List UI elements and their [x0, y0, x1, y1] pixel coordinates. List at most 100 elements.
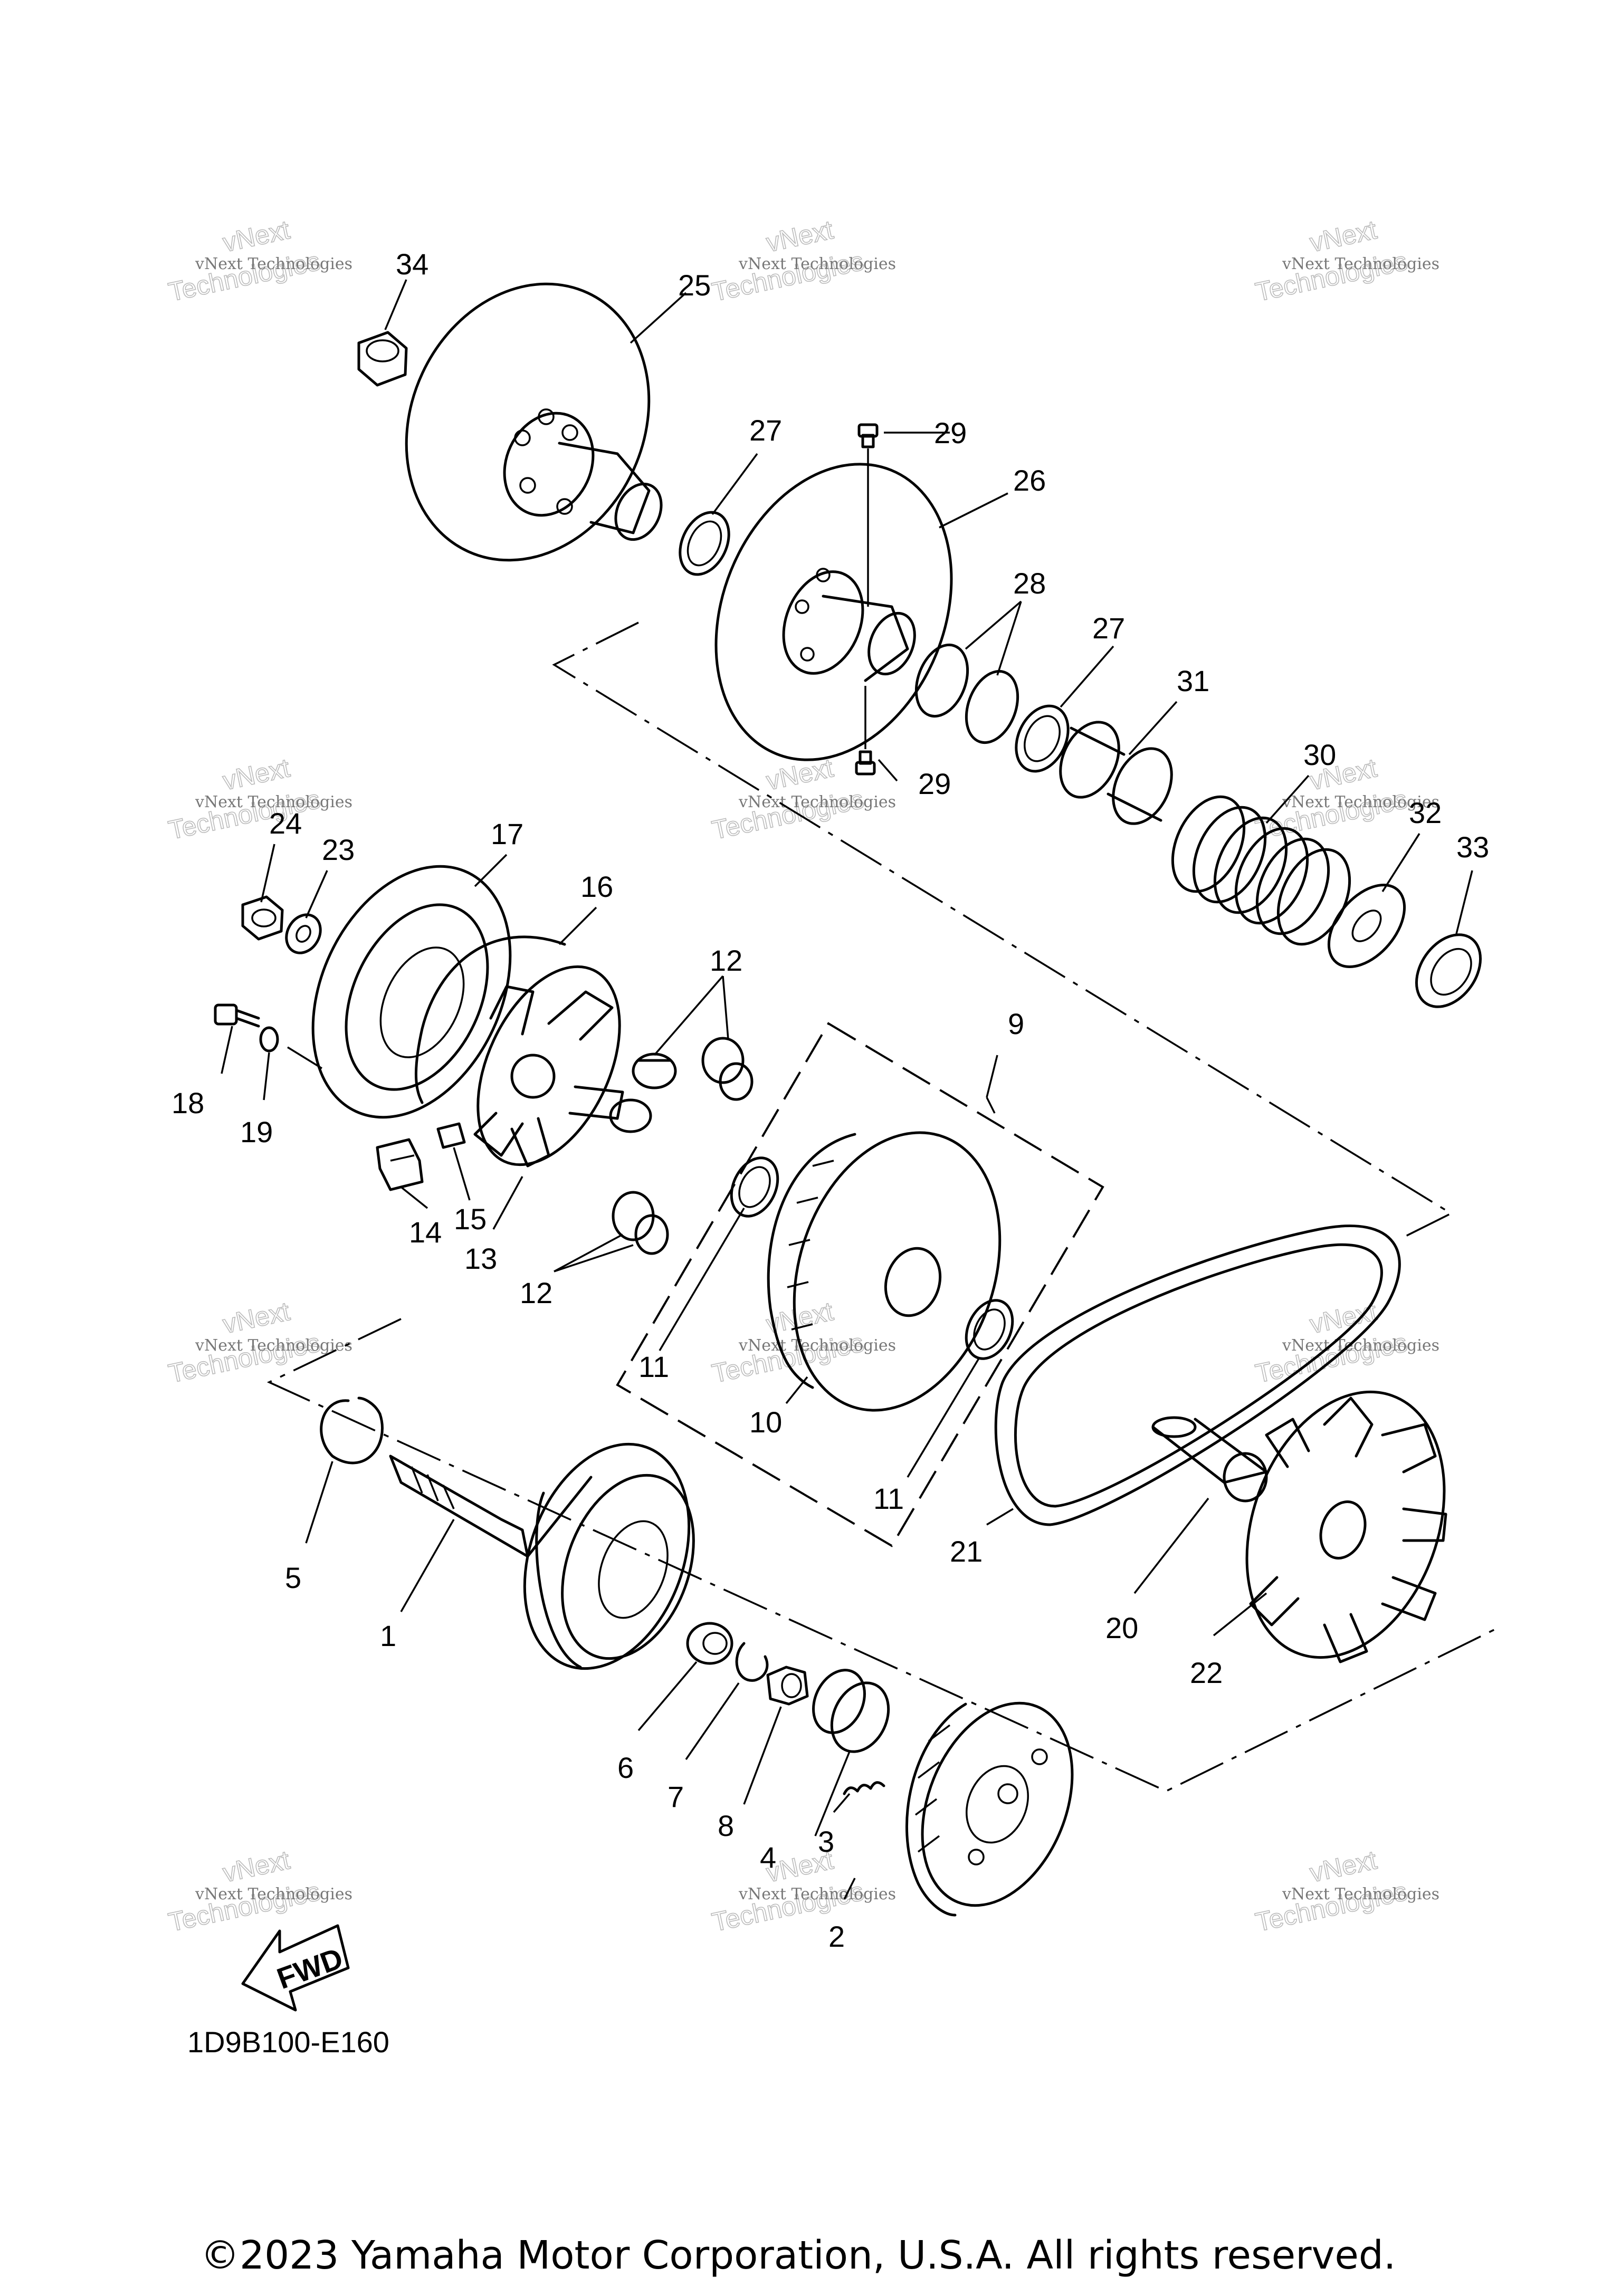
svg-text:vNext: vNext: [220, 1845, 292, 1888]
callout-labels: 34 25 27 29 26 28 27 31 29 30 32 33 24 2…: [171, 247, 1489, 1953]
callout-10: 10: [749, 1405, 782, 1439]
watermark: Technologies vNext vNext Technologies: [709, 752, 896, 845]
assembly-lines: [266, 621, 1499, 1792]
washer-32: [1327, 884, 1406, 968]
upper-assembly-line: [552, 621, 1453, 1241]
callout-5: 5: [285, 1561, 301, 1594]
svg-text:vNext Technologies: vNext Technologies: [738, 255, 896, 273]
primary-sheave-10: [767, 1131, 1002, 1412]
svg-text:vNext: vNext: [1307, 215, 1379, 257]
watermark: Technologies vNext vNext Technologies: [1253, 214, 1439, 307]
sliding-sheave-26: [714, 463, 953, 761]
callout-12: 12: [520, 1276, 552, 1309]
v-belt-21: [994, 1224, 1401, 1526]
svg-text:vNext: vNext: [220, 215, 292, 257]
callout-30: 30: [1303, 738, 1336, 771]
slider-15: [436, 1122, 466, 1149]
callout-21: 21: [950, 1535, 983, 1568]
watermark: Technologies vNext vNext Technologies: [1253, 1844, 1439, 1937]
spring-3: [843, 1781, 885, 1795]
callout-13: 13: [464, 1242, 497, 1275]
circlip-5: [320, 1396, 384, 1465]
collar-27-upper: [679, 511, 730, 576]
callout-1: 1: [380, 1619, 396, 1652]
callout-12: 12: [710, 944, 742, 977]
nut-24: [241, 895, 284, 941]
lower-assembly-line: [266, 1318, 1499, 1792]
callout-24: 24: [269, 807, 302, 840]
svg-text:vNext Technologies: vNext Technologies: [738, 1336, 896, 1355]
pin-29-top: [857, 423, 879, 607]
svg-text:vNext Technologies: vNext Technologies: [1282, 1336, 1439, 1355]
washer-23: [285, 913, 322, 954]
oil-seal-33: [1415, 933, 1482, 1008]
callout-11: 11: [638, 1350, 669, 1383]
callout-8: 8: [718, 1809, 734, 1842]
cam-cover-17: [311, 865, 512, 1119]
circlip-7: [735, 1642, 769, 1682]
callout-20: 20: [1105, 1611, 1138, 1644]
callout-29: 29: [918, 767, 951, 800]
compression-spring-30: [1171, 795, 1351, 946]
pin-29-bottom: [855, 686, 876, 776]
svg-text:vNext: vNext: [220, 1296, 292, 1339]
clutch-housing-1: [389, 1442, 695, 1670]
collar-20: [1151, 1416, 1268, 1503]
callout-23: 23: [322, 833, 355, 866]
callout-15: 15: [454, 1202, 487, 1236]
callout-14: 14: [409, 1216, 442, 1249]
watermark: Technologies vNext vNext Technologies: [166, 214, 352, 307]
watermark: Technologies vNext vNext Technologies: [166, 752, 352, 845]
o-ring-16: [415, 935, 566, 1104]
watermark: Technologies vNext vNext Technologies: [1253, 1296, 1439, 1389]
callout-19: 19: [240, 1115, 273, 1149]
svg-text:vNext Technologies: vNext Technologies: [195, 255, 352, 273]
leader-lines: [221, 279, 1473, 1900]
callout-3: 3: [818, 1825, 834, 1858]
svg-text:vNext: vNext: [1307, 1845, 1379, 1888]
slider-14: [376, 1138, 424, 1191]
watermark: Technologies vNext vNext Technologies: [166, 1296, 352, 1389]
forward-arrow-icon: FWD: [241, 1924, 350, 2012]
collar-11-right: [965, 1299, 1014, 1360]
callout-4: 4: [760, 1841, 776, 1874]
nut-34: [357, 331, 408, 387]
svg-text:vNext Technologies: vNext Technologies: [195, 1336, 352, 1355]
callout-27: 27: [749, 414, 782, 447]
callout-34: 34: [396, 247, 428, 281]
callout-18: 18: [171, 1086, 204, 1120]
svg-text:vNext Technologies: vNext Technologies: [1282, 793, 1439, 811]
watermark: Technologies vNext vNext Technologies: [709, 214, 896, 307]
collar-27-lower: [1015, 704, 1070, 773]
roller-weights-12: [609, 1037, 754, 1255]
callout-7: 7: [668, 1780, 684, 1813]
secondary-sheave-group-box: [616, 1022, 1104, 1547]
seal-4: [812, 1669, 890, 1753]
cam-13: [473, 965, 624, 1168]
callout-22: 22: [1190, 1656, 1223, 1689]
svg-text:vNext: vNext: [1307, 1296, 1379, 1339]
callout-2: 2: [828, 1920, 845, 1953]
svg-text:vNext Technologies: vNext Technologies: [1282, 255, 1439, 273]
callout-25: 25: [678, 269, 711, 302]
svg-text:vNext Technologies: vNext Technologies: [738, 793, 896, 811]
clutch-2: [905, 1701, 1074, 1917]
callout-17: 17: [491, 817, 523, 850]
o-rings-28: [914, 643, 1019, 744]
callout-16: 16: [580, 870, 613, 903]
callout-31: 31: [1177, 664, 1209, 697]
screw-18: [214, 1003, 260, 1028]
collar-11-left: [730, 1156, 779, 1218]
watermark: Technologies vNext vNext Technologies: [166, 1844, 352, 1937]
nut-8: [766, 1666, 809, 1706]
svg-text:vNext Technologies: vNext Technologies: [195, 1885, 352, 1903]
callout-9: 9: [1008, 1007, 1024, 1040]
callout-32: 32: [1409, 796, 1442, 829]
callout-6: 6: [617, 1751, 634, 1784]
callout-27: 27: [1092, 611, 1125, 645]
copyright-notice: ©2023 Yamaha Motor Corporation, U.S.A. A…: [201, 2233, 1396, 2278]
callout-11: 11: [873, 1482, 904, 1515]
fan-sheave-22: [1245, 1390, 1447, 1663]
diagram-code: 1D9B100-E160: [187, 2025, 389, 2059]
